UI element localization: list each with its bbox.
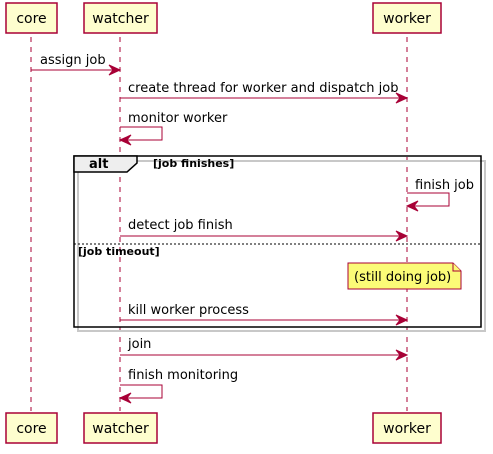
message-kill-worker-process: kill worker process	[120, 303, 409, 326]
arrowhead-icon	[395, 349, 409, 361]
message-label: join	[127, 337, 151, 352]
participant-label-watcher: watcher	[92, 11, 149, 27]
participant-label-worker: worker	[383, 421, 431, 437]
participant-label-watcher: watcher	[92, 421, 149, 437]
arrowhead-icon	[395, 314, 409, 326]
participant-watcher-bottom: watcher	[83, 412, 158, 444]
note-still-doing-job: (still doing job)	[347, 262, 462, 290]
message-finish-monitoring: finish monitoring	[118, 368, 238, 404]
alt-frame	[73, 155, 482, 328]
arrowhead-icon	[118, 392, 132, 404]
alt-guard-job-finishes: [job finishes]	[153, 157, 234, 170]
participant-label-core: core	[16, 11, 46, 27]
arrowhead-icon	[108, 64, 122, 76]
participant-core-top: core	[5, 2, 58, 34]
message-label: create thread for worker and dispatch jo…	[128, 81, 399, 96]
note-text: (still doing job)	[354, 270, 451, 285]
arrowhead-icon	[395, 230, 409, 242]
message-join: join	[120, 337, 409, 361]
alt-frame-tab	[73, 155, 138, 173]
alt-frame-shadow	[77, 160, 486, 332]
message-label: finish job	[415, 178, 474, 193]
message-label: assign job	[40, 53, 106, 68]
message-label: monitor worker	[128, 111, 228, 126]
participant-core-bottom: core	[5, 412, 58, 444]
message-label: kill worker process	[128, 303, 249, 318]
participant-label-core: core	[16, 421, 46, 437]
participant-label-worker: worker	[383, 11, 431, 27]
message-monitor-worker: monitor worker	[118, 111, 228, 146]
message-label: detect job finish	[128, 218, 233, 233]
message-detect-job-finish: detect job finish	[120, 218, 409, 242]
message-label: finish monitoring	[128, 368, 238, 383]
arrowhead-icon	[405, 200, 419, 212]
alt-keyword: alt	[89, 157, 108, 172]
message-finish-job: finish job	[405, 178, 474, 212]
arrowhead-icon	[118, 134, 132, 146]
message-create-thread: create thread for worker and dispatch jo…	[120, 81, 409, 104]
arrowhead-icon	[395, 92, 409, 104]
participant-worker-top: worker	[372, 2, 442, 34]
alt-guard-job-timeout: [job timeout]	[78, 245, 160, 258]
participant-watcher-top: watcher	[83, 2, 158, 34]
participant-worker-bottom: worker	[372, 412, 442, 444]
message-assign-job: assign job	[31, 53, 122, 76]
